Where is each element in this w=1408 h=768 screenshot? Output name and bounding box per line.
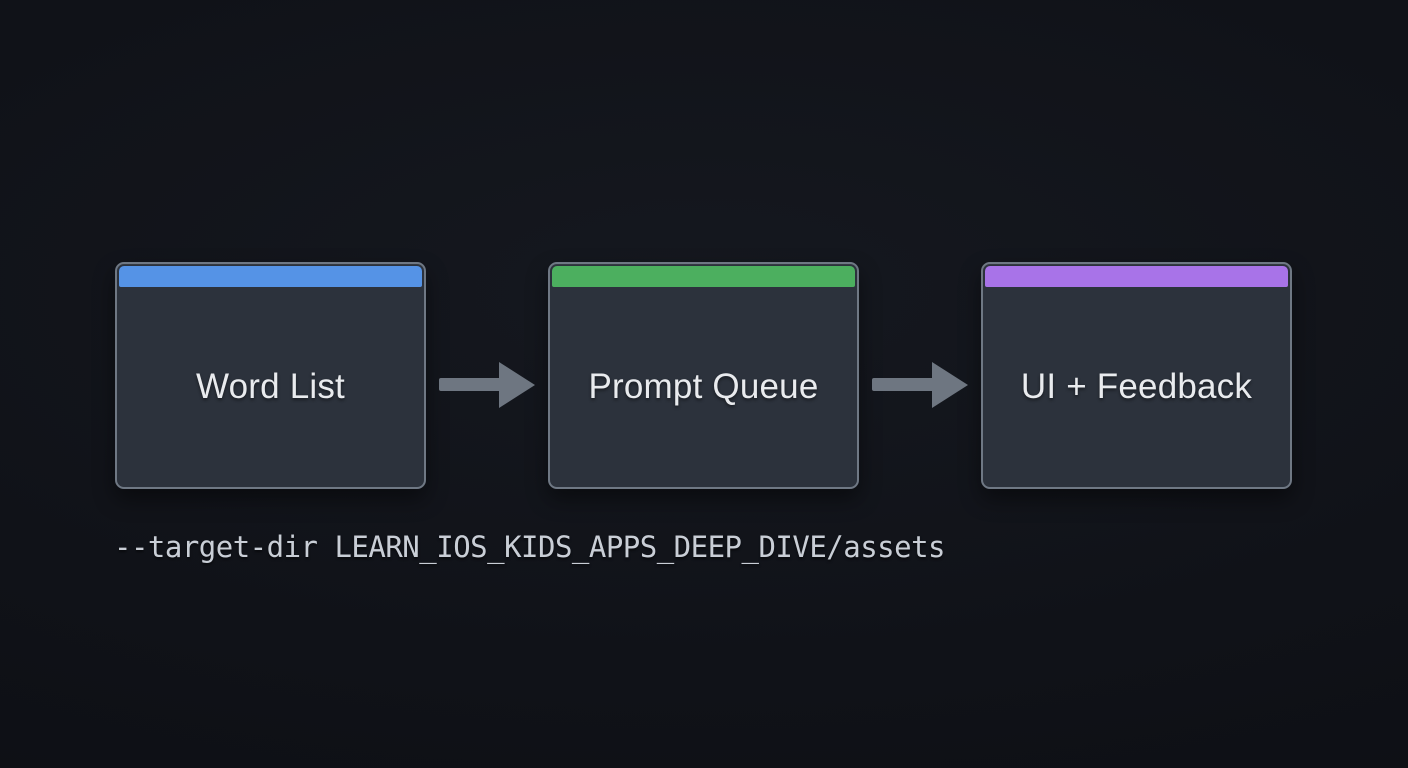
node-word-list: Word List	[115, 262, 426, 489]
arrow-right-icon	[859, 361, 981, 408]
node-label-prompt-queue: Prompt Queue	[588, 367, 819, 406]
arrow-head	[499, 361, 535, 408]
node-accent-bar-blue	[119, 266, 422, 287]
node-prompt-queue: Prompt Queue	[548, 262, 859, 489]
arrow-shaft	[439, 378, 501, 391]
arrow-right-icon	[426, 361, 548, 408]
node-accent-bar-purple	[985, 266, 1288, 287]
node-accent-bar-green	[552, 266, 855, 287]
node-label-word-list: Word List	[196, 367, 345, 406]
flow-diagram: Word List Prompt Queue UI + Feedback	[115, 262, 1292, 489]
node-body: Word List	[117, 287, 424, 487]
node-body: UI + Feedback	[983, 287, 1290, 487]
node-label-ui-feedback: UI + Feedback	[1020, 367, 1253, 406]
command-line-text: --target-dir LEARN_IOS_KIDS_APPS_DEEP_DI…	[114, 530, 946, 564]
node-ui-feedback: UI + Feedback	[981, 262, 1292, 489]
arrow-shaft	[872, 378, 934, 391]
arrow-head	[932, 361, 968, 408]
node-body: Prompt Queue	[550, 287, 857, 487]
